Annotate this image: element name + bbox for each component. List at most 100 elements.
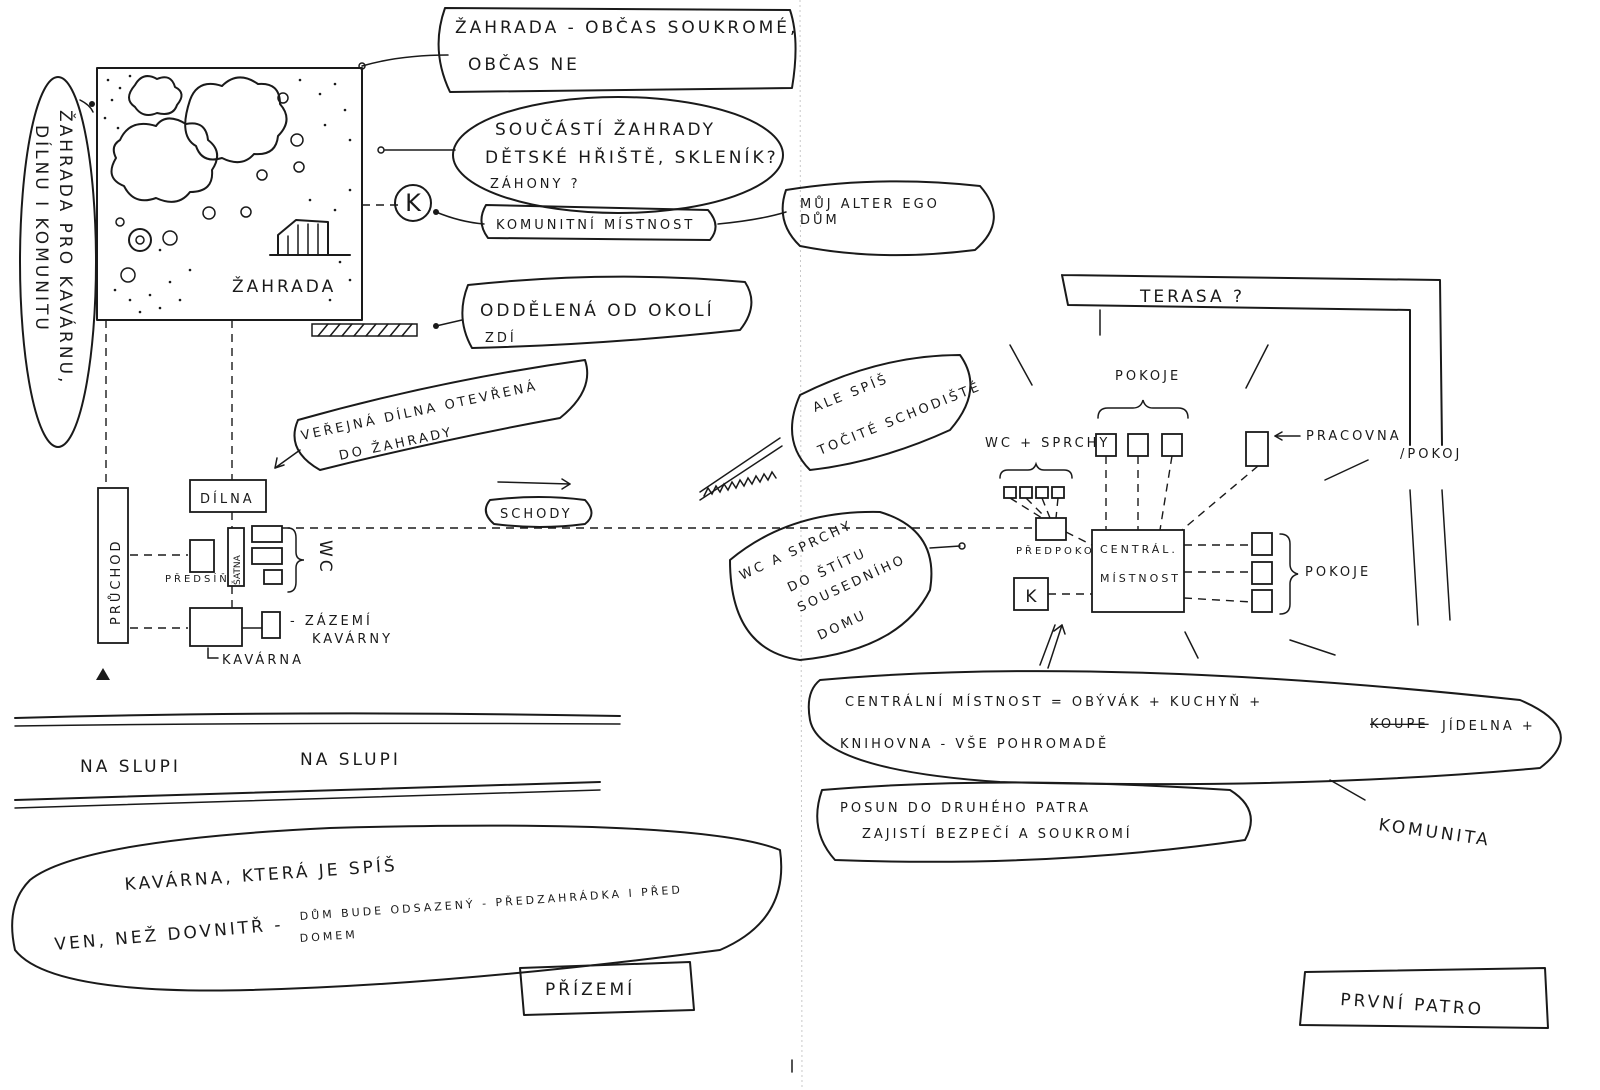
room-right-1 [1251, 532, 1273, 556]
workshop-label: DÍLNA [200, 491, 255, 507]
community-room-note: KOMUNITNÍ MÍSTNOST [496, 217, 695, 233]
garden-parts-bubble [452, 96, 784, 214]
garden-parts-line3: ZÁHONY ? [490, 176, 581, 192]
community-room-first-floor [1013, 577, 1049, 611]
central-room [1091, 529, 1185, 613]
flower-icon [290, 133, 304, 147]
shower-cubicle-1 [1003, 486, 1017, 499]
room-top-3 [1161, 433, 1183, 457]
garden-plan: ŽAHRADA [96, 67, 363, 321]
shrub-icon [120, 267, 136, 283]
tree-crown-small [128, 75, 183, 116]
ground-floor-label: PŘÍZEMÍ [545, 978, 635, 1000]
central-room-line1: CENTRÁL. [1100, 543, 1178, 556]
privacy-note-line2: ZAJISTÍ BEZPEČÍ A SOUKROMÍ [862, 826, 1133, 842]
central-note-bubble [807, 670, 1562, 786]
foyer-room [189, 539, 215, 573]
shrub-icon [256, 169, 268, 181]
entrance-arrow-icon [96, 668, 110, 680]
wall-note-line2: ZDÍ [485, 330, 517, 346]
garden-speckle [103, 74, 352, 314]
garden-parts-line1: SOUČÁSTÍ ŽAHRADY [495, 118, 716, 140]
tree-crown-medium [184, 76, 288, 164]
cafe-backroom [261, 611, 281, 639]
garden-privacy-line2: OBČAS NE [468, 53, 580, 75]
garden-side-line1: ŽAHRADA PRO KAVÁRNU, [55, 110, 77, 385]
terrace-outline [1061, 274, 1443, 446]
shrub-icon [277, 92, 289, 104]
shrub-icon [202, 206, 216, 220]
central-note-line2: KNIHOVNA - VŠE POHROMADĚ [840, 736, 1109, 752]
cafe-room [189, 607, 243, 647]
first-floor-label-box [1299, 967, 1549, 1029]
garden-parts-line2: DĚTSKÉ HŘIŠTĚ, SKLENÍK? [485, 146, 779, 168]
workshop-note-bubble [293, 359, 589, 471]
shrub-icon [240, 206, 252, 218]
garden-privacy-bubble [437, 7, 797, 93]
garden-privacy-line1: ŽAHRADA - OBČAS SOUKROMÉ, [455, 16, 798, 38]
foyer-label: PŘEDSÍŇ [165, 572, 230, 585]
privacy-note-bubble [816, 781, 1252, 863]
garden-outline [96, 67, 363, 321]
cafe-label: KAVÁRNA [222, 652, 304, 668]
tree-crown-large [110, 117, 219, 203]
spiral-stairs-bubble [791, 354, 972, 471]
alter-ego-line1: MŮJ ALTER EGO [800, 196, 940, 212]
vestibule-room [1035, 517, 1067, 541]
stairs-bubble [484, 496, 593, 528]
terrace-label: TERASA ? [1139, 287, 1245, 307]
first-floor-label: PRVNÍ PATRO [1340, 988, 1485, 1020]
cafe-note-line2: VEN, NEŽ DOVNITŘ - [54, 913, 285, 955]
room-right-3 [1251, 589, 1273, 613]
community-room-first-floor-label: K [1025, 587, 1037, 607]
shower-cubicle-3 [1035, 486, 1049, 499]
showers-note-bubble [729, 510, 933, 661]
shrub-icon [293, 161, 305, 173]
workshop-room [189, 479, 267, 513]
wc-showers-label: WC + SPRCHY [985, 436, 1110, 451]
spiral-stairs-icon [699, 437, 783, 501]
cafe-note-line1: KAVÁRNA, KTERÁ JE SPÍŠ [124, 854, 399, 895]
pillars-left-label: NA SLUPI [80, 757, 181, 777]
rooms-right-label: POKOJE [1305, 565, 1371, 580]
central-note-line1-end: JÍDELNA + [1441, 718, 1536, 734]
sheet-fold-line [799, 0, 803, 1090]
ground-line-top [14, 712, 621, 719]
pillars-right-label: NA SLUPI [300, 750, 401, 770]
alter-ego-line2: DŮM [800, 212, 840, 228]
cafe-backroom-line2: KAVÁRNY [312, 631, 393, 647]
cafe-note-line4: DOMEM [299, 928, 358, 945]
cafe-note-line3: DŮM BUDE ODSAZENÝ - PŘEDZAHRÁDKA I PŘED [299, 883, 683, 923]
shower-cubicle-2 [1019, 486, 1033, 499]
passage-label: PRŮCHOD [108, 539, 124, 625]
community-room-bubble [480, 204, 717, 241]
wc-cubicle-1 [251, 525, 283, 543]
central-note-line1: CENTRÁLNÍ MÍSTNOST = OBÝVÁK + KUCHYŇ + [845, 694, 1263, 710]
spiral-stairs-line1: ALE SPÍŠ [811, 371, 892, 416]
rooms-top-label: POKOJE [1115, 369, 1181, 384]
ground-floor-label-box [519, 961, 695, 1016]
shower-cubicle-4 [1051, 486, 1065, 499]
vestibule-label: PŘEDPOKOJ [1016, 544, 1101, 557]
garden-wall-hatch [311, 323, 418, 337]
dressing-label: ŠATNA [231, 554, 243, 585]
wc-cubicle-3 [263, 569, 283, 585]
wall-note-line1: ODDĚLENÁ OD OKOLÍ [480, 299, 715, 321]
passage-room [97, 487, 129, 644]
community-word: KOMUNITA [1377, 815, 1492, 851]
cafe-backroom-line1: - ZÁZEMÍ [290, 613, 373, 629]
privacy-note-line1: POSUN DO DRUHÉHO PATRA [840, 800, 1091, 816]
greenhouse-icon [269, 219, 351, 256]
central-room-line2: MÍSTNOST [1100, 572, 1181, 585]
showers-note-line4: DOMU [815, 608, 869, 644]
wall-note-bubble [461, 275, 753, 349]
garden-label: ŽAHRADA [232, 275, 336, 297]
central-note-struck: KOUPE [1370, 717, 1429, 732]
community-room-symbol [394, 184, 432, 222]
community-room-symbol-label: K [405, 189, 422, 217]
garden-side-line2: DÍLNU I KOMUNITU [31, 125, 53, 333]
wc-cubicle-2 [251, 547, 283, 565]
room-top-2 [1127, 433, 1149, 457]
garden-side-bubble: ŽAHRADA PRO KAVÁRNU, DÍLNU I KOMUNITU [19, 76, 97, 448]
